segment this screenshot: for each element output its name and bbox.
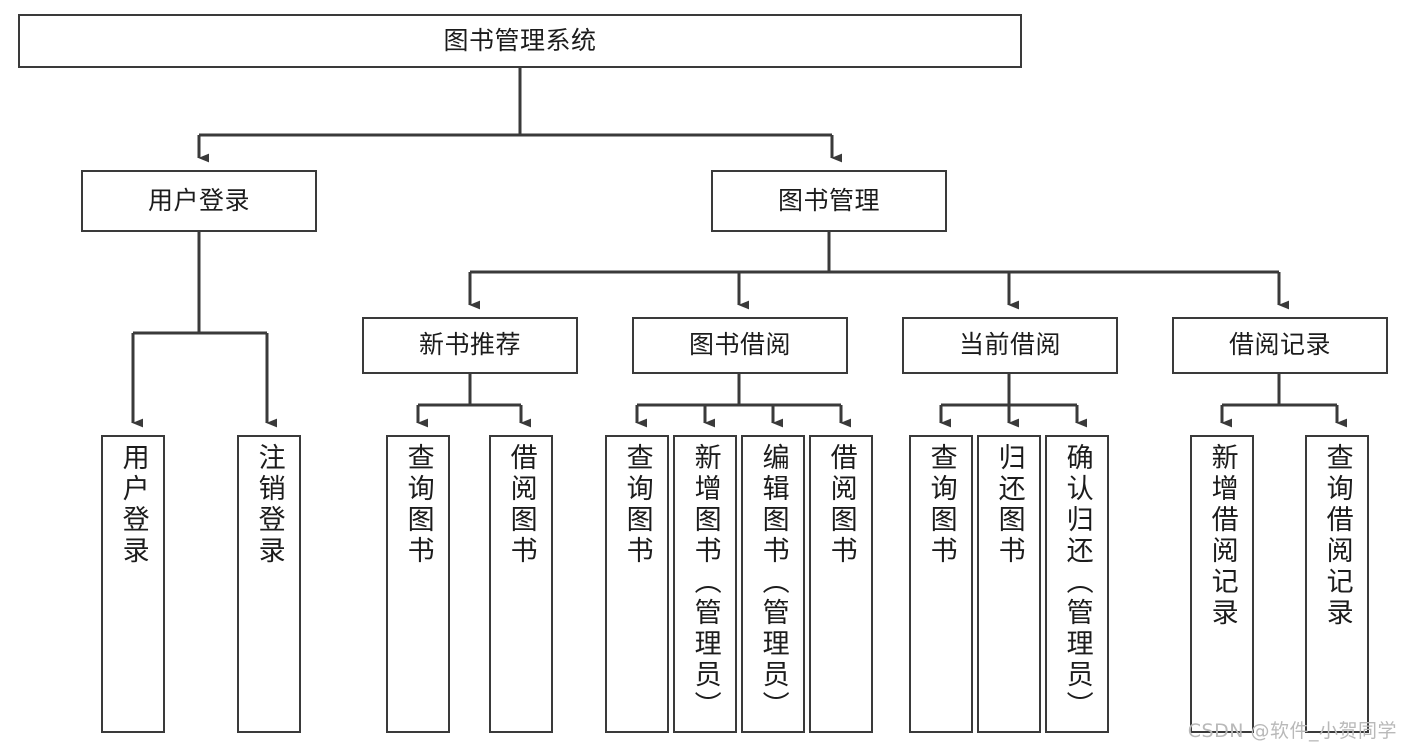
node-label: 查询图书 — [925, 443, 957, 567]
node-label: 查询图书 — [402, 443, 434, 567]
leaf-new-book-borrow-book[interactable]: 借阅图书 — [489, 435, 553, 733]
leaf-book-borrow-edit-book-admin[interactable]: 编辑图书（管理员） — [741, 435, 805, 733]
node-label: 借阅图书 — [505, 443, 537, 567]
node-label: 确认归还（管理员） — [1061, 443, 1093, 722]
node-label: 图书管理 — [777, 185, 880, 215]
node-label: 新增借阅记录 — [1206, 443, 1238, 629]
leaf-book-borrow-query-book[interactable]: 查询图书 — [605, 435, 669, 733]
node-label: 当前借阅 — [958, 330, 1061, 360]
node-book-borrow[interactable]: 图书借阅 — [632, 317, 848, 374]
node-label: 注销登录 — [253, 443, 285, 567]
leaf-borrow-record-query-record[interactable]: 查询借阅记录 — [1305, 435, 1369, 733]
csdn-watermark: CSDN @软件_小贺同学 — [1187, 720, 1397, 742]
leaf-borrow-record-add-record[interactable]: 新增借阅记录 — [1190, 435, 1254, 733]
leaf-user-login-logout[interactable]: 注销登录 — [237, 435, 301, 733]
node-label: 用户登录 — [147, 185, 250, 215]
node-borrow-record[interactable]: 借阅记录 — [1172, 317, 1388, 374]
node-user-login[interactable]: 用户登录 — [81, 170, 317, 232]
node-current-borrow[interactable]: 当前借阅 — [902, 317, 1118, 374]
node-label: 归还图书 — [993, 443, 1025, 567]
node-new-book-recommend[interactable]: 新书推荐 — [362, 317, 578, 374]
leaf-current-borrow-return-book[interactable]: 归还图书 — [977, 435, 1041, 733]
node-root-book-management-system[interactable]: 图书管理系统 — [18, 14, 1022, 68]
node-label: 图书借阅 — [688, 330, 791, 360]
leaf-book-borrow-add-book-admin[interactable]: 新增图书（管理员） — [673, 435, 737, 733]
node-label: 新书推荐 — [418, 330, 521, 360]
leaf-current-borrow-query-book[interactable]: 查询图书 — [909, 435, 973, 733]
node-label: 用户登录 — [117, 443, 149, 567]
node-label: 借阅记录 — [1228, 330, 1331, 360]
node-label: 图书管理系统 — [443, 25, 597, 55]
node-book-management[interactable]: 图书管理 — [711, 170, 947, 232]
leaf-user-login-login[interactable]: 用户登录 — [101, 435, 165, 733]
leaf-new-book-query-book[interactable]: 查询图书 — [386, 435, 450, 733]
node-label: 新增图书（管理员） — [689, 443, 721, 722]
leaf-book-borrow-borrow-book[interactable]: 借阅图书 — [809, 435, 873, 733]
node-label: 查询借阅记录 — [1321, 443, 1353, 629]
leaf-current-borrow-confirm-return-admin[interactable]: 确认归还（管理员） — [1045, 435, 1109, 733]
node-label: 借阅图书 — [825, 443, 857, 567]
node-label: 查询图书 — [621, 443, 653, 567]
node-label: 编辑图书（管理员） — [757, 443, 789, 722]
